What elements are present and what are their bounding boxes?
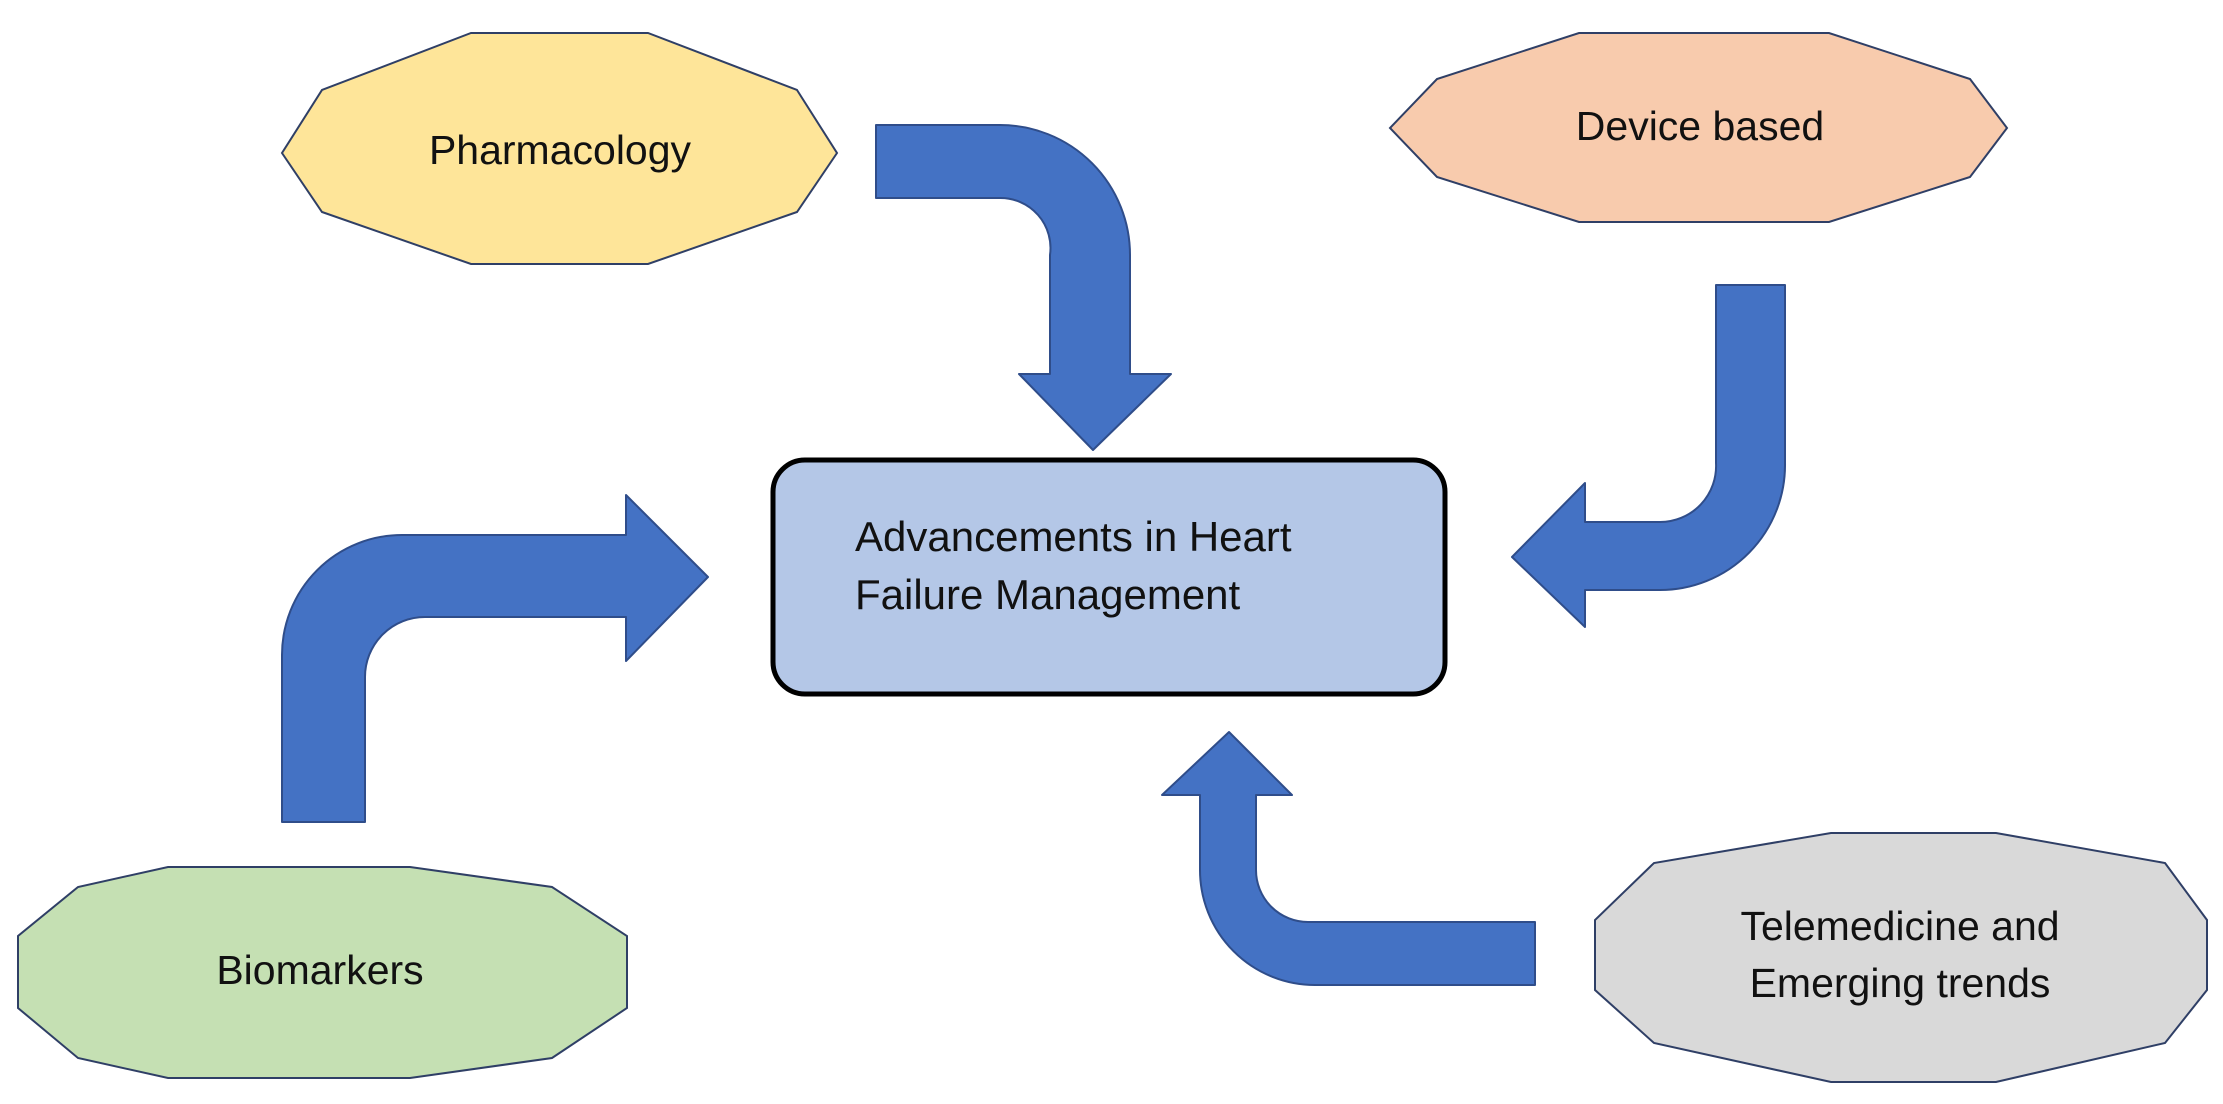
center-text-line2: Failure Management (855, 570, 1241, 618)
biomarkers-node (17, 866, 628, 1079)
biomarkers-text: Biomarkers (216, 946, 424, 993)
pharmacology-node (280, 32, 839, 265)
center-label: Advancements in Heart Failure Management (855, 508, 1415, 648)
arrow-telemedicine-to-center (1161, 731, 1536, 986)
center-text-line1: Advancements in Heart (855, 513, 1292, 560)
center-box (770, 457, 1448, 697)
telemedicine-text-line1: Telemedicine and (1740, 903, 2060, 950)
device-based-node (1388, 32, 2009, 223)
biomarkers-label: Biomarkers (60, 930, 580, 1010)
pharmacology-label: Pharmacology (300, 110, 820, 190)
telemedicine-text-line2: Emerging trends (1749, 960, 2051, 1006)
telemedicine-node (1594, 832, 2208, 1083)
device-based-label: Device based (1440, 86, 1960, 166)
arrow-device-to-center (1511, 284, 1787, 628)
arrow-pharmacology-to-center (875, 124, 1172, 451)
arrow-biomarkers-to-center (281, 494, 709, 823)
device-based-text: Device based (1575, 102, 1825, 149)
telemedicine-label: Telemedicine and Emerging trends (1640, 885, 2160, 1025)
pharmacology-text: Pharmacology (428, 126, 692, 173)
